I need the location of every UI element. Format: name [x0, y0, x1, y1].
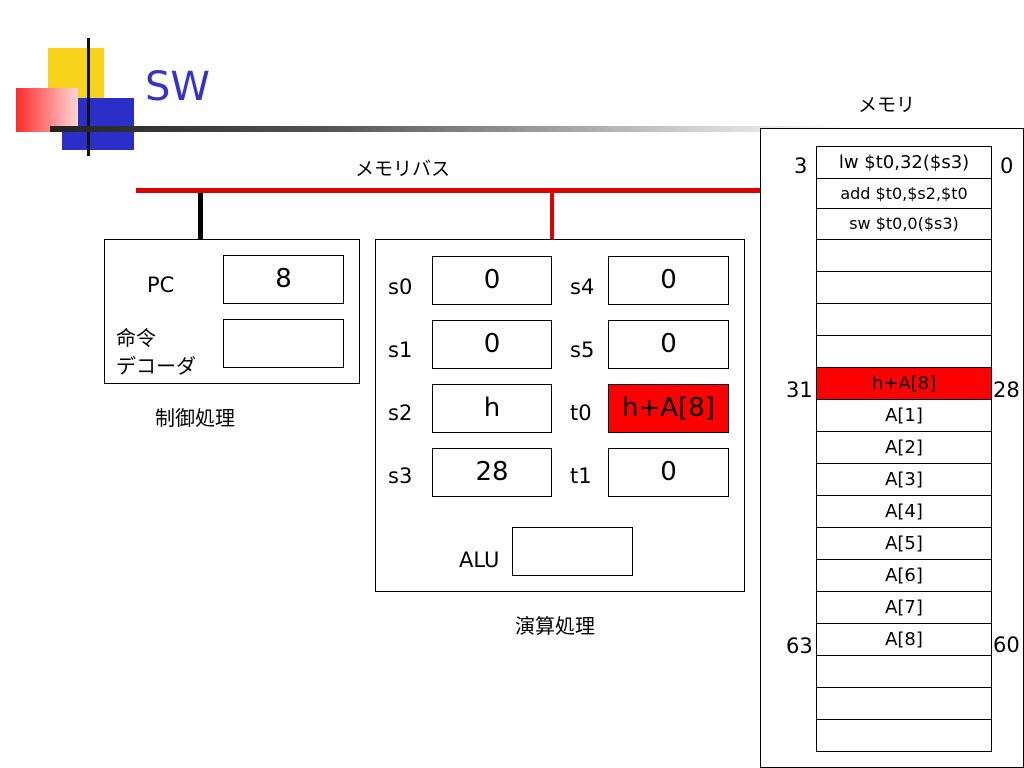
memory-bus-line — [136, 188, 760, 193]
slide-title: SW — [145, 64, 210, 110]
reg-label-s1: s1 — [388, 338, 413, 362]
pc-label: PC — [147, 273, 175, 297]
reg-label-t1: t1 — [570, 464, 592, 488]
reg-s4: 0 — [608, 256, 729, 305]
reg-s3: 28 — [432, 448, 552, 497]
memory-cell: A[3] — [816, 464, 992, 496]
reg-s0: 0 — [432, 256, 552, 305]
memory-cell: A[5] — [816, 528, 992, 560]
deco-vertical-line — [87, 38, 90, 156]
control-caption: 制御処理 — [155, 406, 235, 430]
memory-cell: A[1] — [816, 400, 992, 432]
memory-cell — [816, 272, 992, 304]
reg-s5: 0 — [608, 320, 729, 369]
memory-cell: add $t0,$s2,$t0 — [816, 179, 992, 209]
memory-cell: A[7] — [816, 592, 992, 624]
decoder-label-line2: デコーダ — [116, 354, 196, 378]
address-right-mid: 28 — [993, 378, 1020, 402]
reg-label-s5: s5 — [570, 338, 595, 362]
decoder-label-line1: 命令 — [116, 326, 156, 350]
reg-label-s2: s2 — [388, 401, 413, 425]
address-left-mid: 31 — [786, 378, 813, 402]
memory-cell — [816, 336, 992, 368]
reg-t0: h+A[8] — [608, 384, 729, 433]
reg-label-s4: s4 — [570, 275, 595, 299]
memory-cell: lw $t0,32($s3) — [816, 146, 992, 179]
memory-cell: A[8] — [816, 624, 992, 656]
reg-label-s0: s0 — [388, 275, 413, 299]
pc-register: 8 — [223, 255, 344, 304]
decoder-register — [223, 319, 344, 368]
memory-label: メモリ — [858, 94, 916, 116]
control-bus-connector — [198, 193, 203, 240]
memory-cell-highlighted: h+A[8] — [816, 368, 992, 400]
address-left-low: 63 — [786, 634, 813, 658]
memory-cell — [816, 688, 992, 720]
memory-cell — [816, 656, 992, 688]
memory-cell: A[4] — [816, 496, 992, 528]
alu-label: ALU — [459, 548, 500, 572]
address-left-top: 3 — [794, 154, 808, 178]
memory-cell — [816, 240, 992, 272]
address-right-top: 0 — [1000, 154, 1014, 178]
alu-register — [512, 527, 633, 576]
reg-label-t0: t0 — [570, 401, 592, 425]
memory-bus-label: メモリバス — [355, 158, 451, 180]
reg-t1: 0 — [608, 448, 729, 497]
memory-cell: A[6] — [816, 560, 992, 592]
memory-cell: A[2] — [816, 432, 992, 464]
alu-bus-connector — [550, 193, 554, 240]
address-right-low: 60 — [993, 633, 1020, 657]
memory-cell — [816, 720, 992, 752]
memory-cell: sw $t0,0($s3) — [816, 209, 992, 240]
deco-horizontal-line — [50, 126, 850, 132]
reg-s1: 0 — [432, 320, 552, 369]
memory-cell — [816, 304, 992, 336]
alu-caption: 演算処理 — [515, 614, 595, 638]
reg-label-s3: s3 — [388, 464, 413, 488]
reg-s2: h — [432, 384, 552, 433]
deco-red-gradient — [16, 88, 78, 132]
